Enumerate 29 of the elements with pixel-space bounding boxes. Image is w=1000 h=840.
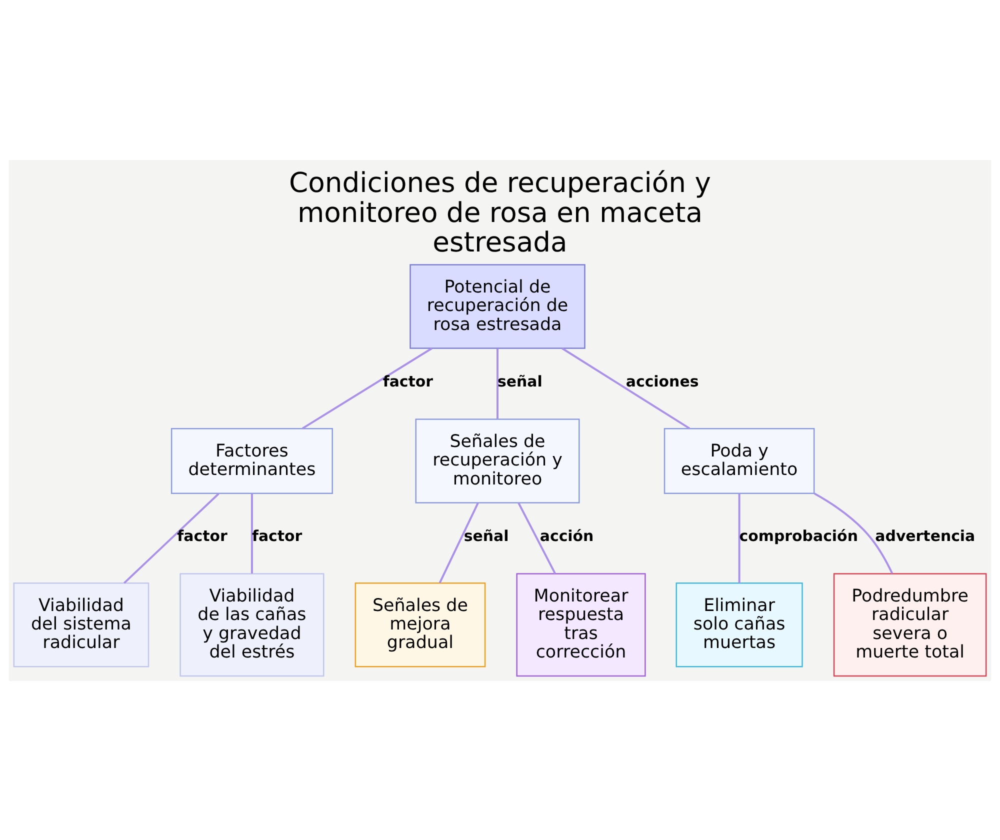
connector <box>250 493 253 573</box>
connector <box>518 502 556 574</box>
connector <box>814 492 894 574</box>
node-box: Monitorear respuesta tras corrección <box>516 572 646 676</box>
connector <box>124 492 220 584</box>
node-box: Poda y escalamiento <box>664 427 815 494</box>
node-box: Señales de mejora gradual <box>354 582 486 667</box>
connector <box>496 348 498 418</box>
edge-label: factor <box>382 372 434 390</box>
edge-label: factor <box>177 526 228 544</box>
connector <box>302 346 433 429</box>
edge-label: señal <box>498 372 542 390</box>
node-box: Señales de recuperación y monitoreo <box>415 418 580 503</box>
edge-label: factor <box>252 526 302 544</box>
edge-label: advertencia <box>875 526 976 544</box>
edge-label: comprobación <box>739 526 858 544</box>
edge-label: señal <box>464 526 509 544</box>
edge-label: acciones <box>626 372 699 390</box>
node-box: Potencial de recuperación de rosa estresada <box>410 264 586 348</box>
node-box: Eliminar solo cañas muertas <box>676 582 803 667</box>
edge-label: acción <box>540 526 594 544</box>
connector <box>561 346 690 429</box>
connector <box>438 502 479 583</box>
node-box: Factores determinantes <box>170 427 333 494</box>
node-box: Podredumbre radicular severa o muerte total <box>833 572 987 676</box>
node-box: Viabilidad del sistema radicular <box>13 582 150 667</box>
diagram-title: Condiciones de recuperación y monitoreo de rosa en maceta estresada <box>289 167 711 258</box>
connector <box>738 493 740 583</box>
node-box: Viabilidad de las cañas y gravedad del estrés <box>180 572 324 676</box>
